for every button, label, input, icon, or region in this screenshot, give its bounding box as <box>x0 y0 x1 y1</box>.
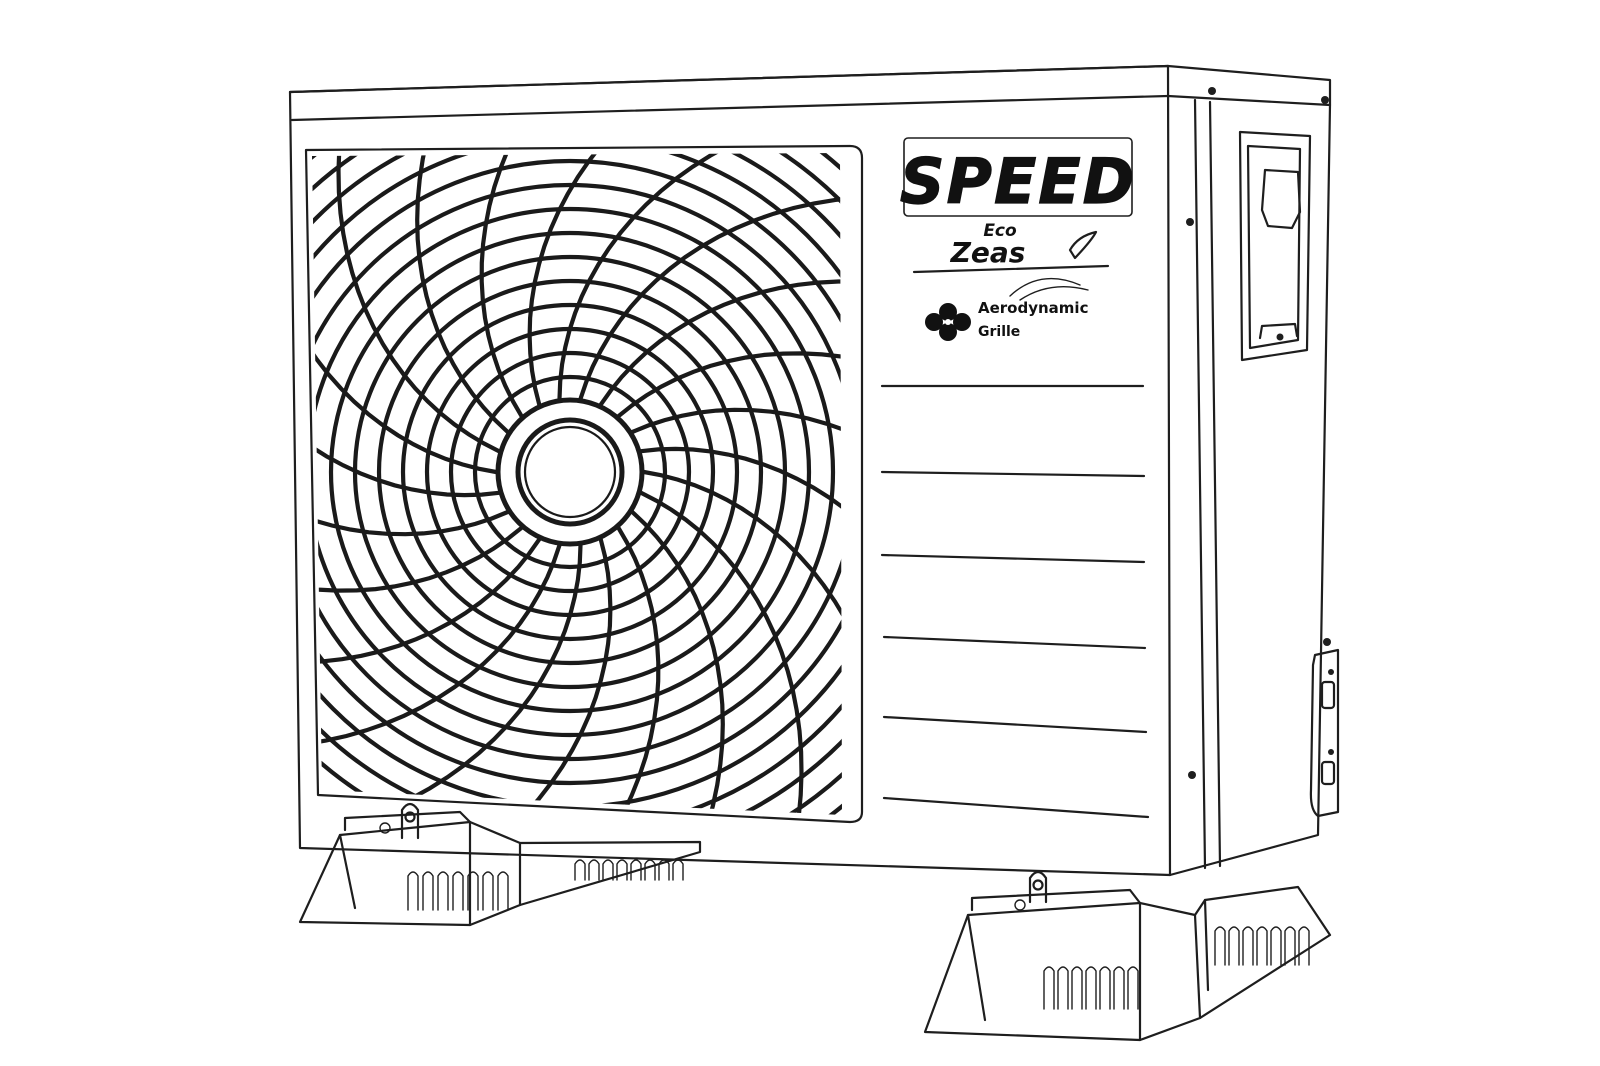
vent-slot <box>1057 966 1069 1010</box>
left-foot-vents <box>407 859 684 911</box>
grille-spoke <box>312 543 583 815</box>
vent-slot <box>630 859 642 881</box>
vent-slot <box>1113 966 1125 1010</box>
grille-spoke <box>638 446 842 728</box>
vent-slot <box>1099 966 1111 1010</box>
left-foot-stand <box>298 810 702 927</box>
grille-spoke <box>598 279 842 407</box>
grille-spoke <box>415 153 510 435</box>
series-top: Eco <box>983 221 1017 241</box>
grille-spoke <box>312 341 510 537</box>
vent-slot <box>1071 966 1083 1010</box>
feature-line1: Aerodynamic <box>978 299 1088 317</box>
grille-spoke <box>312 153 499 475</box>
grille-spoke <box>527 153 765 407</box>
grille-spoke <box>630 407 842 603</box>
grille-spoke <box>616 351 842 466</box>
grille-spoke <box>336 153 502 454</box>
vent-slot <box>1298 926 1310 966</box>
feature-line2: Grille <box>978 324 1020 340</box>
vent-slot <box>497 871 509 911</box>
vent-slot <box>482 871 494 911</box>
vent-slot <box>672 859 684 881</box>
grille-spoke <box>507 525 661 815</box>
vent-slot <box>1256 926 1268 966</box>
vent-slot <box>452 871 464 911</box>
vent-slot <box>1242 926 1254 966</box>
grille-ring <box>312 182 842 762</box>
grille-spoke <box>312 543 562 750</box>
clover-fan-icon <box>925 303 971 341</box>
grille-ring <box>472 374 668 570</box>
vent-slot <box>1228 926 1240 966</box>
mount-bracket-left <box>400 802 420 840</box>
vent-slot <box>1214 926 1226 966</box>
vent-slot <box>1270 926 1282 966</box>
brand-block: SPEED Eco Zeas Aerodynamic Grille <box>899 137 1136 341</box>
grille-spoke <box>312 216 502 498</box>
vent-slot <box>407 871 419 911</box>
grille-ring <box>312 206 836 738</box>
side-handle <box>1238 130 1312 362</box>
grille-spoke <box>375 537 613 815</box>
grille-spoke <box>578 194 842 401</box>
vent-slot <box>437 871 449 911</box>
brand-badge <box>903 137 1133 217</box>
vent-slot <box>422 871 434 911</box>
vent-slot <box>1085 966 1097 1010</box>
vent-slot <box>574 859 586 881</box>
grille-spoke <box>641 469 842 815</box>
vent-slot <box>1043 966 1055 1010</box>
series-bottom: Zeas <box>950 236 1026 269</box>
vent-slot <box>467 871 479 911</box>
mount-bracket-right <box>1028 870 1048 904</box>
vent-slot <box>616 859 628 881</box>
grille-spoke <box>557 153 842 401</box>
grille-ring <box>400 302 740 642</box>
grille-ring <box>448 350 692 594</box>
louvre-lines <box>880 384 1150 819</box>
right-foot-vents <box>1043 926 1310 1010</box>
grille-spoke <box>638 490 804 815</box>
vent-slot <box>644 859 656 881</box>
brand-name: SPEED <box>900 145 1136 218</box>
grille-ring <box>376 278 764 666</box>
leaf-icon <box>1068 230 1098 260</box>
vent-slot <box>588 859 600 881</box>
grille-ring <box>328 230 812 714</box>
right-foot-stand <box>923 885 1332 1042</box>
grille-spoke <box>479 153 633 419</box>
valve-cover <box>1309 638 1340 818</box>
grille-ring <box>312 158 842 786</box>
grille-spoke <box>312 537 542 665</box>
grille-spoke <box>630 509 725 815</box>
vent-slot <box>602 859 614 881</box>
cabinet <box>288 64 1332 877</box>
vent-slot <box>1127 966 1139 1010</box>
vent-slot <box>1284 926 1296 966</box>
